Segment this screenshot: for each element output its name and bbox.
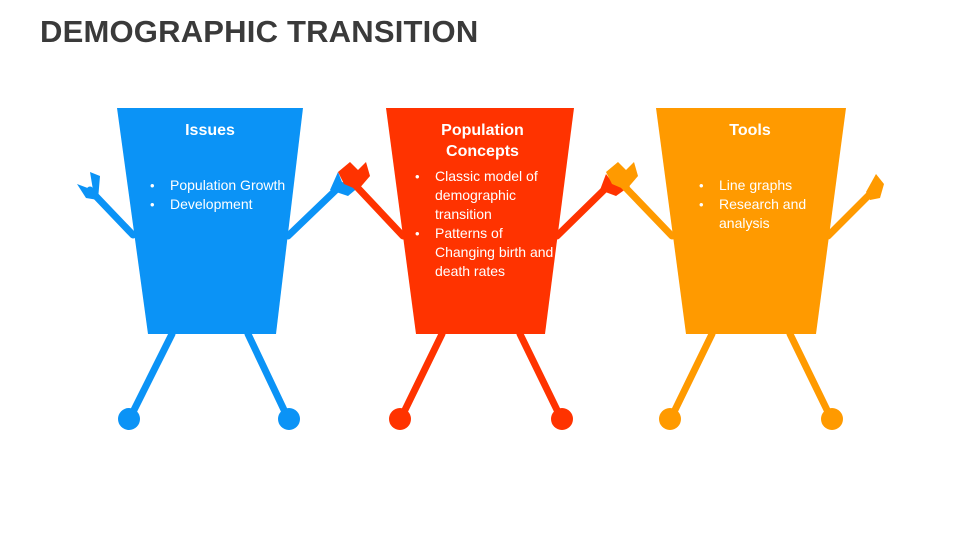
figure-tools-left-hand [606, 162, 638, 190]
figure-issues-right-leg [244, 330, 289, 416]
card-tools: Tools Line graphs Research and analysis [670, 120, 830, 233]
figure-population-concepts-right-arm [553, 184, 610, 240]
figure-tools-left-leg [670, 330, 716, 416]
list-item: Population Growth [150, 176, 290, 195]
card-issues: Issues Population Growth Development [130, 120, 290, 214]
figure-issues [77, 108, 360, 430]
figure-population-concepts-left-hand [338, 162, 370, 190]
figure-population-concepts-left-leg [400, 330, 446, 416]
figure-population-concepts-left-arm [352, 182, 407, 240]
figure-issues-right-arm [284, 184, 342, 240]
card-population-concepts-heading: Population Concepts [441, 122, 524, 160]
card-issues-heading: Issues [185, 122, 235, 139]
figure-issues-body [117, 108, 303, 334]
figure-population-concepts-right-leg [516, 330, 562, 416]
card-issues-list: Population Growth Development [130, 176, 290, 214]
card-population-concepts-list: Classic model of demographic transition … [400, 167, 565, 281]
figure-population-concepts-right-foot [551, 408, 573, 430]
slide-title: DEMOGRAPHIC TRANSITION [40, 14, 479, 49]
figure-tools-right-leg [786, 330, 832, 416]
figure-tools-left-foot [659, 408, 681, 430]
figure-issues-left-foot [118, 408, 140, 430]
list-item: Development [150, 195, 290, 214]
list-item: Research and analysis [699, 195, 830, 233]
card-tools-list: Line graphs Research and analysis [670, 176, 830, 233]
figure-tools-left-arm [620, 182, 676, 240]
card-tools-heading: Tools [729, 122, 771, 139]
figure-population-concepts-left-foot [389, 408, 411, 430]
figure-tools-right-hand [866, 174, 884, 200]
figure-tools-right-arm [824, 186, 878, 240]
list-item: Line graphs [699, 176, 830, 195]
card-population-concepts: Population Concepts Classic model of dem… [400, 120, 565, 281]
figure-tools-right-foot [821, 408, 843, 430]
figure-issues-right-foot [278, 408, 300, 430]
figure-issues-left-leg [129, 330, 176, 416]
list-item: Patterns of Changing birth and death rat… [415, 224, 565, 281]
figure-issues-left-hand [77, 172, 100, 200]
list-item: Classic model of demographic transition [415, 167, 565, 224]
